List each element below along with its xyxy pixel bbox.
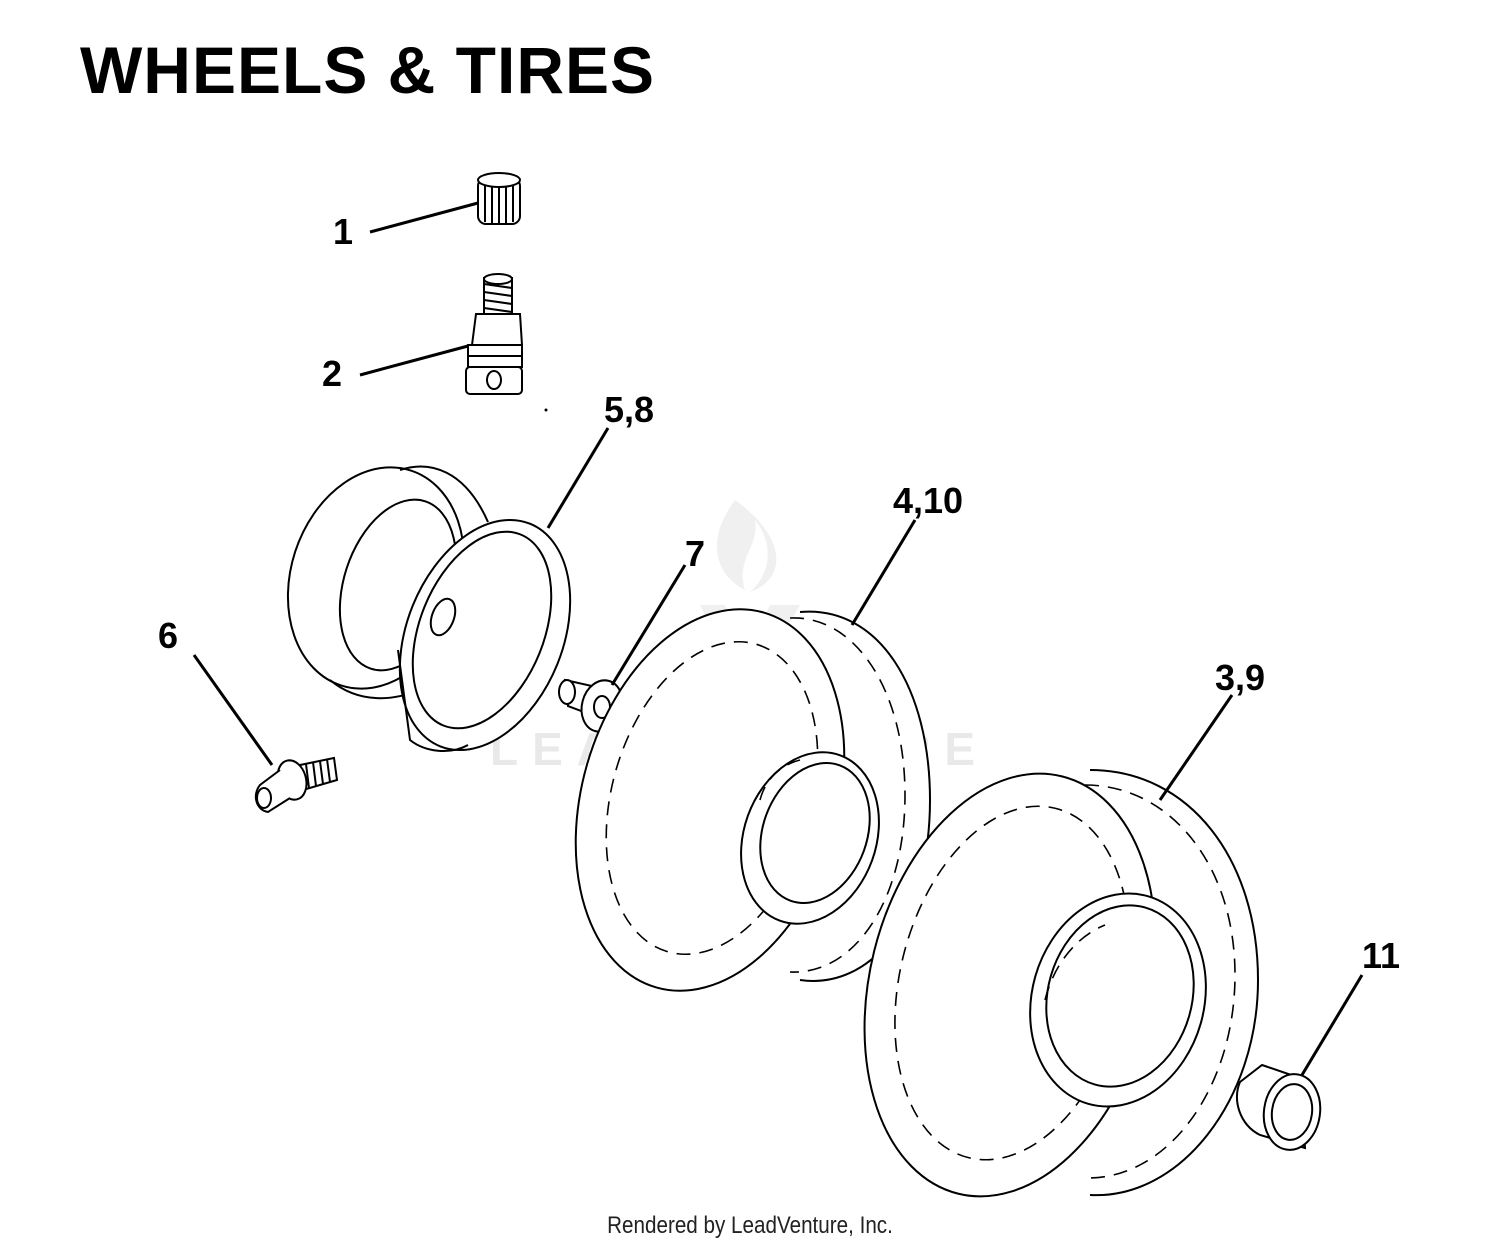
callout-5-8: 5,8	[604, 389, 654, 430]
page-title: WHEELS & TIRES	[80, 33, 656, 107]
callout-11: 11	[1362, 935, 1400, 976]
leader-4-10	[850, 519, 917, 626]
part-hub-cap	[1235, 1063, 1322, 1151]
part-tire-front	[574, 608, 932, 992]
leader-6	[192, 654, 274, 766]
callout-2: 2	[322, 353, 342, 394]
leader-1	[369, 201, 479, 234]
callout-3-9: 3,9	[1215, 657, 1265, 698]
footer-credit: Rendered by LeadVenture, Inc.	[607, 1212, 893, 1239]
callout-7: 7	[685, 533, 705, 574]
callout-4-10: 4,10	[893, 480, 963, 521]
part-valve-cap	[477, 172, 521, 225]
leader-2	[359, 344, 469, 377]
leader-3-9	[1158, 694, 1234, 801]
callout-1: 1	[333, 211, 353, 252]
part-valve-stem	[465, 273, 524, 395]
leader-5-8	[546, 427, 610, 529]
leader-11	[1300, 974, 1364, 1076]
part-grease-fitting	[254, 756, 339, 814]
part-wheel-rim	[286, 465, 572, 752]
speck-dot	[544, 408, 548, 412]
flame-logo-icon	[716, 500, 777, 592]
part-tire-rear	[863, 769, 1260, 1198]
callout-6: 6	[158, 615, 178, 656]
leader-7	[610, 564, 687, 686]
